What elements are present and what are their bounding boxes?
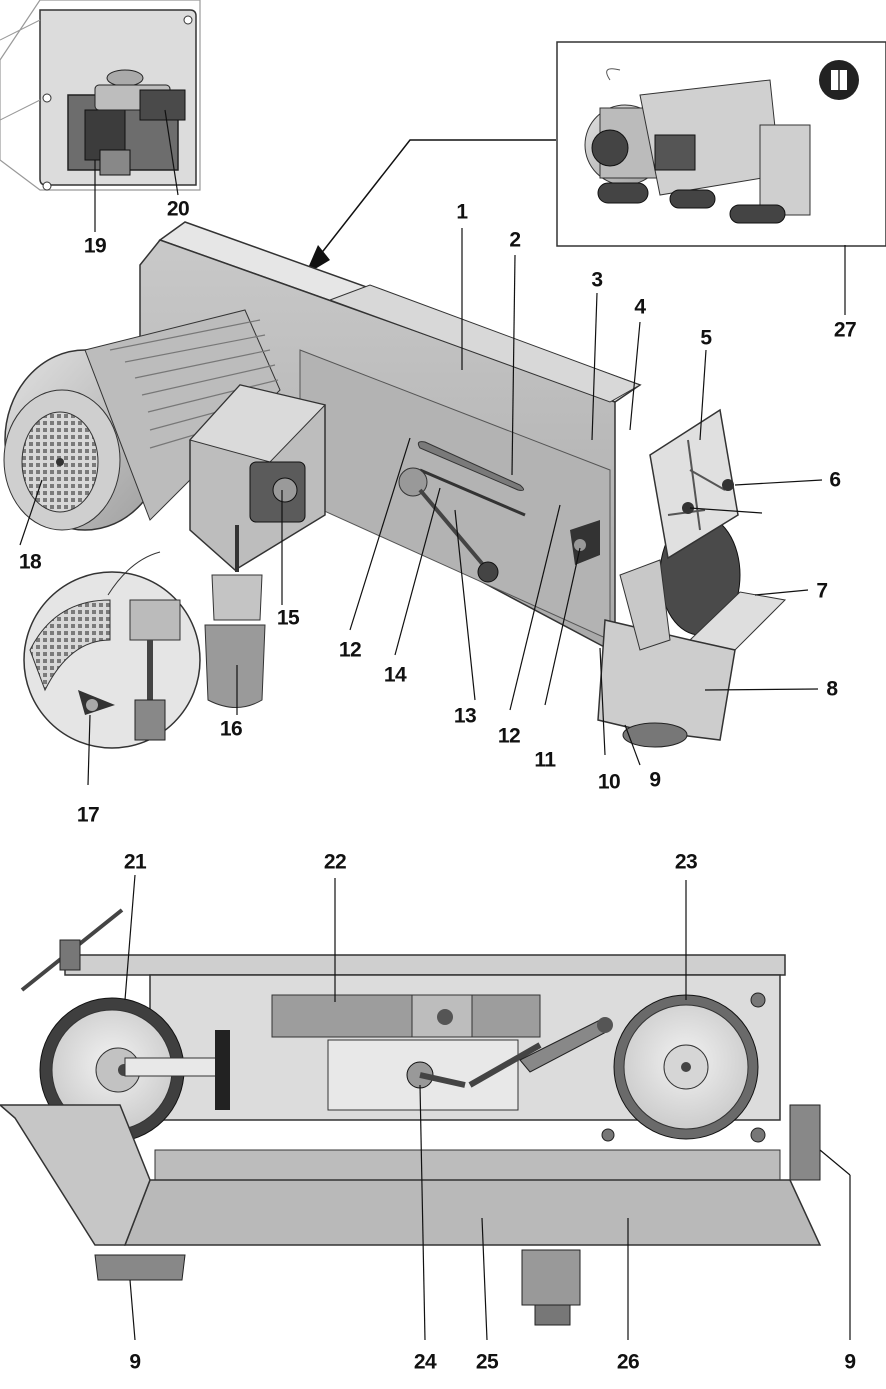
knob-detail [23, 551, 201, 749]
callout-15: 15 [276, 606, 300, 630]
callout-9-lower-right: 9 [844, 1350, 856, 1374]
callout-22: 22 [323, 850, 347, 874]
callout-24: 24 [413, 1350, 437, 1374]
callout-20: 20 [166, 197, 190, 221]
callout-27: 27 [833, 318, 857, 342]
leader-lines [19, 109, 851, 1341]
callout-6: 6 [829, 468, 841, 492]
callout-9-upper: 9 [649, 768, 661, 792]
callout-11: 11 [534, 748, 556, 772]
callout-12-left: 12 [338, 638, 362, 662]
callout-14: 14 [383, 663, 407, 687]
callout-7: 7 [816, 579, 828, 603]
maintenance-inset [556, 41, 886, 247]
callout-12-right: 12 [497, 724, 521, 748]
callout-23: 23 [674, 850, 698, 874]
callout-26: 26 [616, 1350, 640, 1374]
callout-17: 17 [76, 803, 100, 827]
callout-4: 4 [634, 295, 646, 319]
switch-detail [0, 0, 201, 191]
callout-18: 18 [18, 550, 42, 574]
callout-5: 5 [700, 326, 712, 350]
pointer-line [319, 139, 556, 256]
machine-open-view [0, 908, 822, 1326]
callout-1: 1 [456, 200, 468, 224]
callout-13: 13 [453, 704, 477, 728]
callout-10: 10 [597, 770, 621, 794]
callout-19: 19 [83, 234, 107, 258]
callout-16: 16 [219, 717, 243, 741]
callout-3: 3 [591, 268, 603, 292]
callout-9-lower-left: 9 [129, 1350, 141, 1374]
callout-2: 2 [509, 228, 521, 252]
callout-8: 8 [826, 677, 838, 701]
callout-25: 25 [475, 1350, 499, 1374]
machine-front-view [3, 221, 787, 748]
callout-21: 21 [123, 850, 147, 874]
